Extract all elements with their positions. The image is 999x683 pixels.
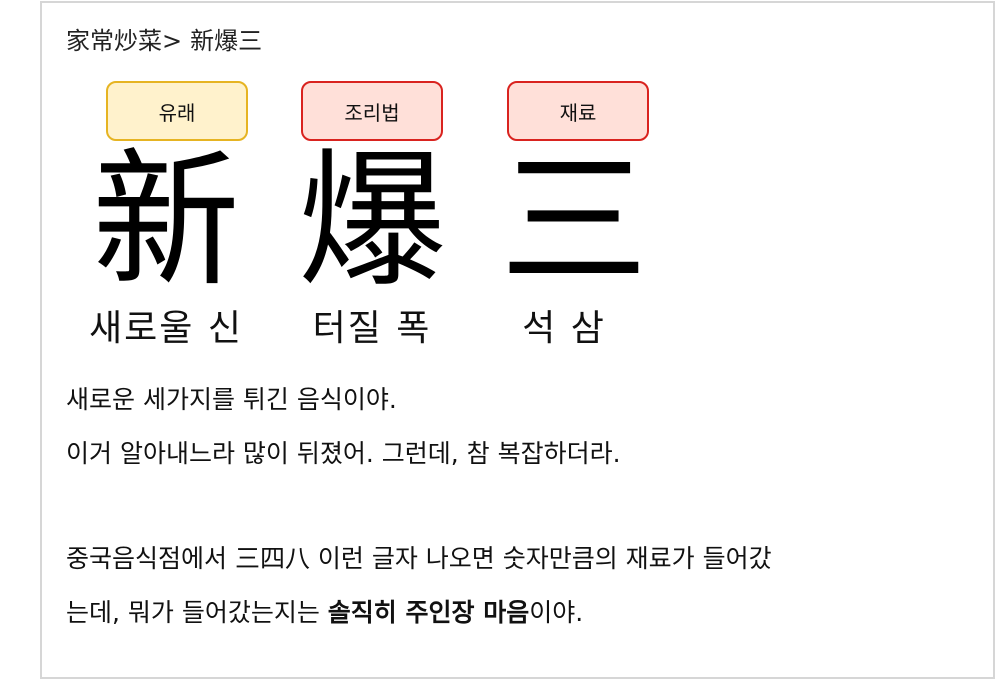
- hanzi-character: 新: [92, 135, 240, 307]
- description-text: 이야.: [529, 598, 584, 627]
- tab-origin-label: 유래: [158, 100, 196, 125]
- tab-recipe-label: 조리법: [344, 100, 400, 125]
- description-line: 이거 알아내느라 많이 뒤졌어. 그런데, 참 복잡하더라.: [66, 439, 621, 468]
- tab-ingredients-label: 재료: [559, 100, 597, 125]
- tab-ingredients[interactable]: 재료: [507, 81, 649, 141]
- emphasis-text: 솔직히 주인장 마음: [327, 598, 530, 627]
- hanzi-reading: 석 삼: [522, 308, 606, 349]
- hanzi-reading: 새로울 신: [89, 308, 243, 349]
- content-panel: 家常炒菜>新爆三 유래 조리법 재료 新 爆 三 새로울 신 터질 폭 석 삼 …: [40, 1, 995, 679]
- breadcrumb: 家常炒菜>新爆三: [66, 21, 262, 56]
- breadcrumb-category[interactable]: 家常炒菜: [66, 27, 162, 55]
- breadcrumb-separator: >: [162, 27, 183, 55]
- tab-origin[interactable]: 유래: [106, 81, 248, 141]
- description-line: 는데, 뭐가 들어갔는지는 솔직히 주인장 마음이야.: [66, 593, 583, 629]
- hanzi-reading: 터질 폭: [312, 308, 432, 349]
- description-line: 중국음식점에서 三四八 이런 글자 나오면 숫자만큼의 재료가 들어갔: [66, 544, 772, 573]
- description-text: 는데, 뭐가 들어갔는지는: [66, 598, 328, 627]
- description-line: 새로운 세가지를 튀긴 음식이야.: [66, 385, 397, 414]
- hanzi-character: 爆: [298, 135, 446, 307]
- breadcrumb-current: 新爆三: [190, 27, 263, 55]
- hanzi-character: 三: [500, 135, 648, 307]
- tab-recipe[interactable]: 조리법: [301, 81, 443, 141]
